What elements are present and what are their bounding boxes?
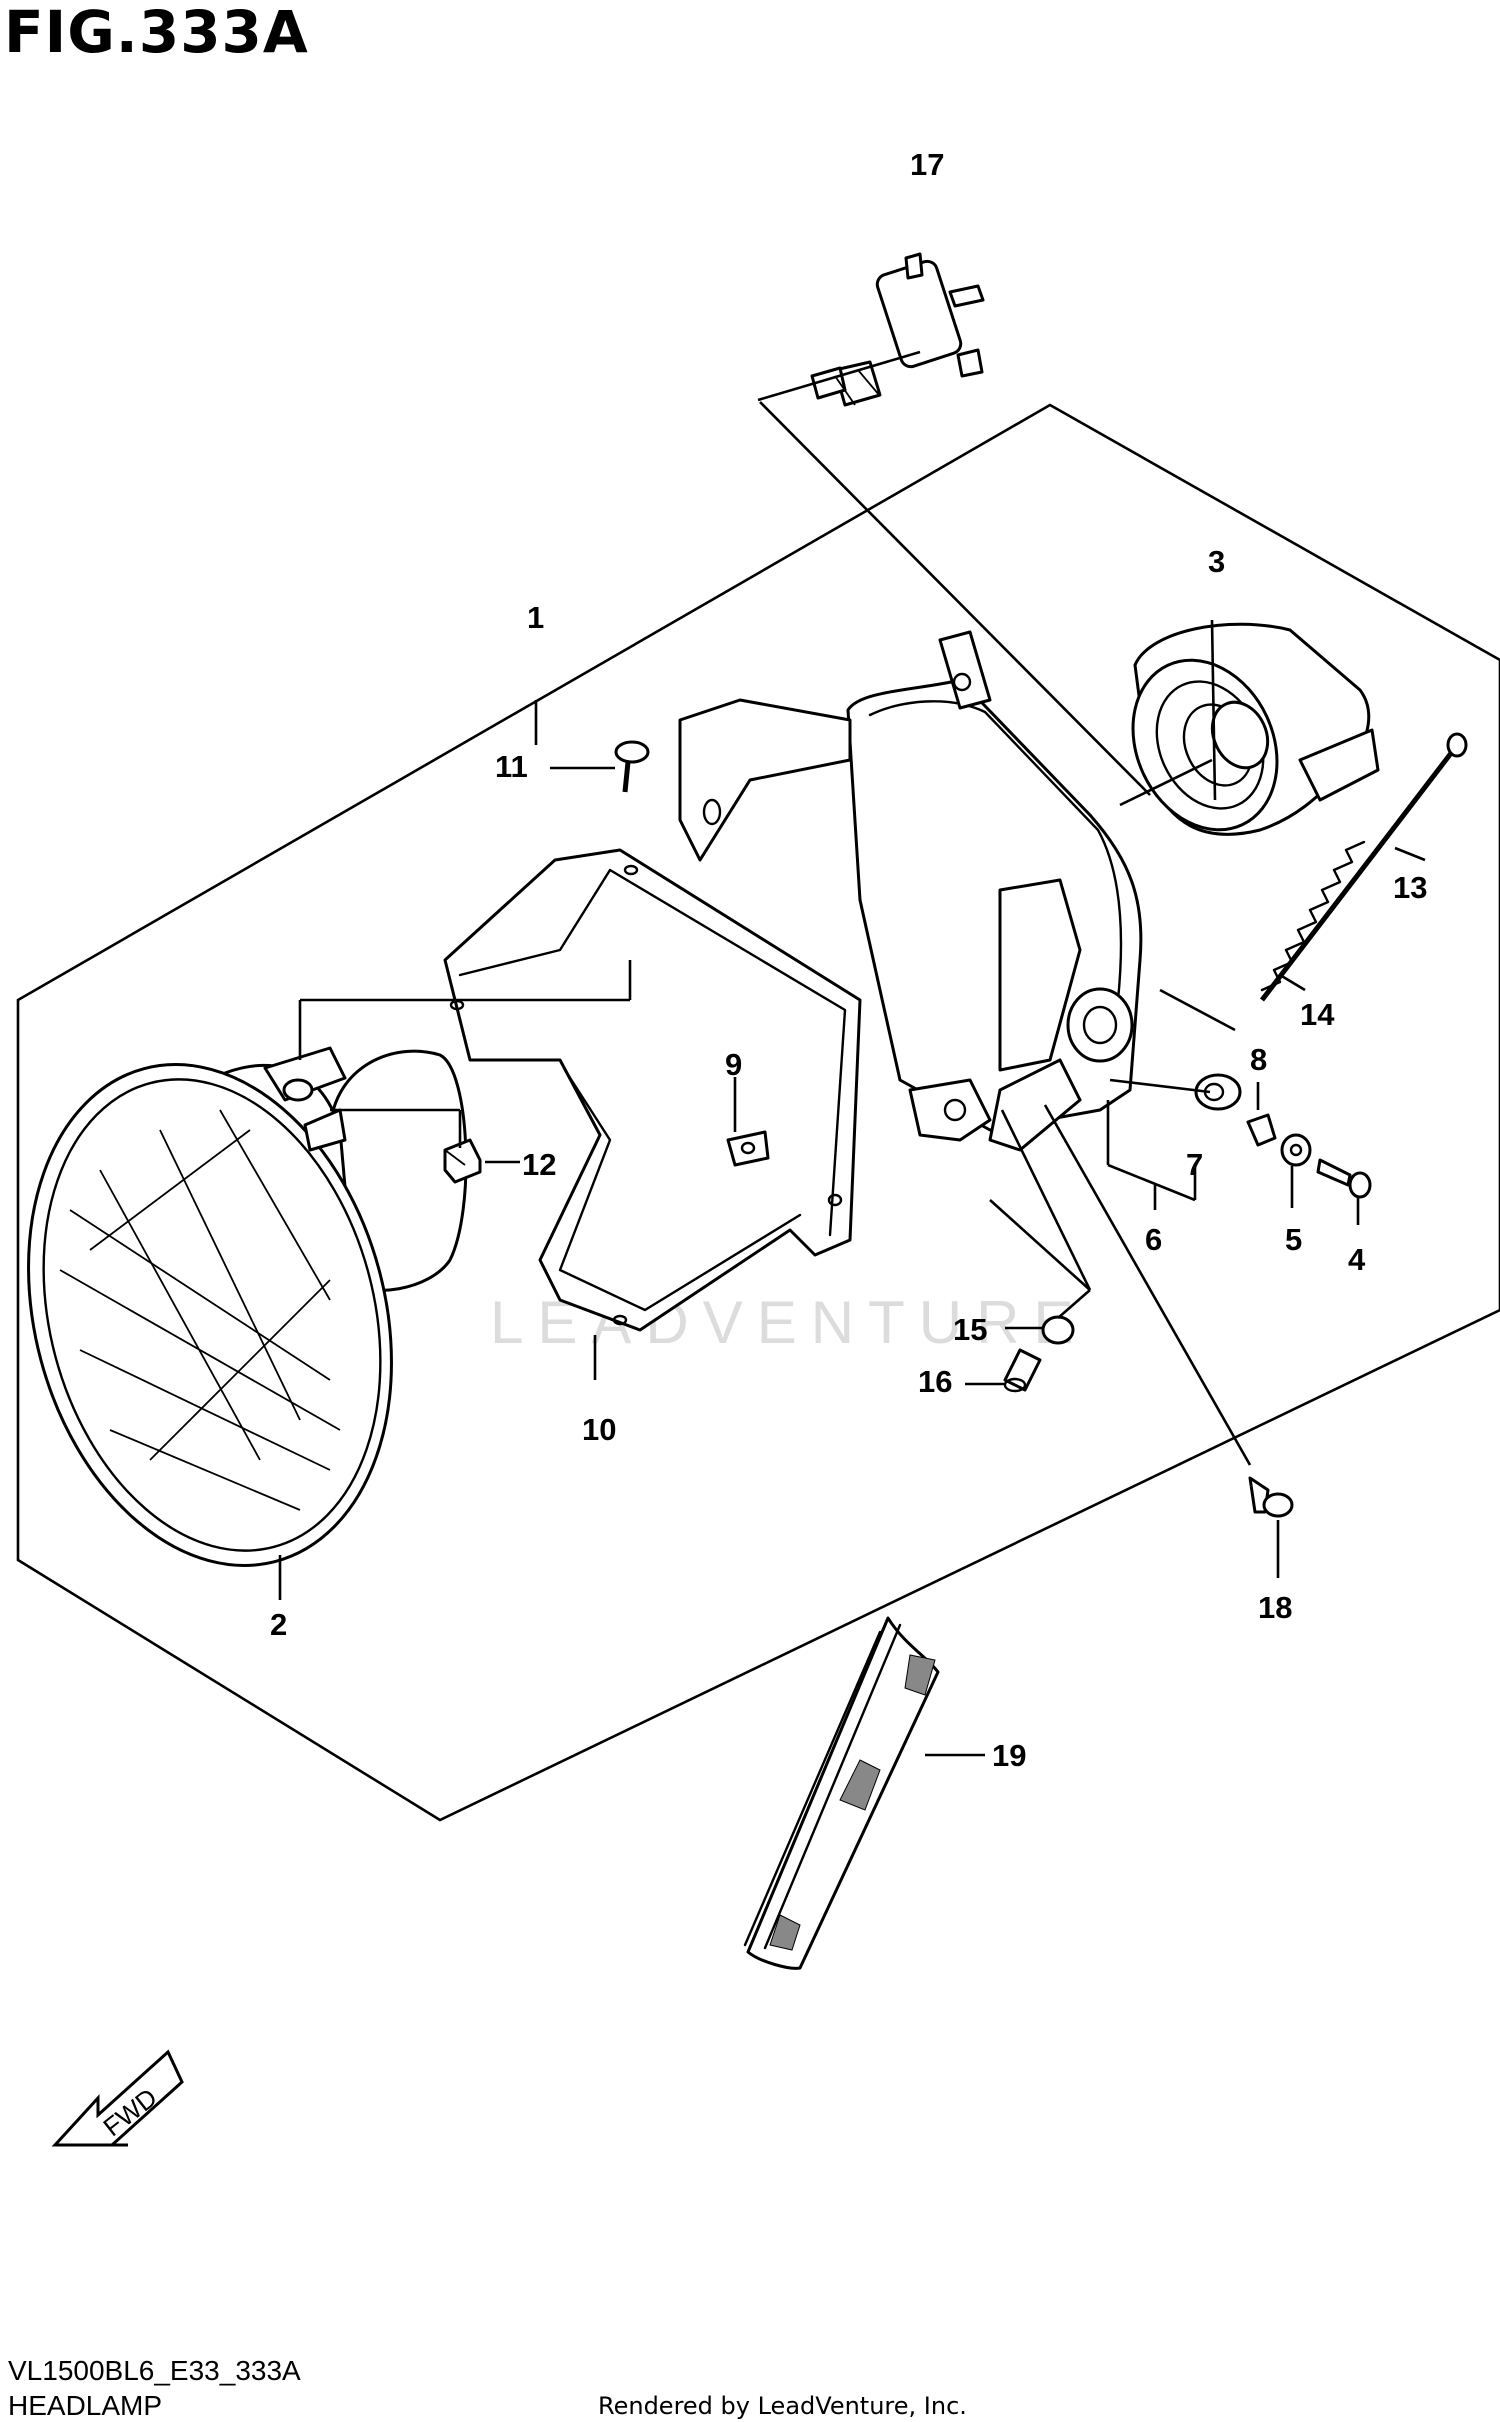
callout-4: 4 — [1348, 1242, 1366, 1277]
collar-part-8[interactable] — [1246, 1113, 1277, 1147]
callout-16: 16 — [918, 1364, 952, 1399]
fwd-arrow-icon: FWD — [51, 2049, 184, 2147]
callout-17: 17 — [910, 147, 944, 182]
bolt-part-18[interactable] — [1248, 1476, 1294, 1518]
callout-1: 1 — [527, 600, 544, 635]
callout-15: 15 — [953, 1312, 987, 1347]
headlamp-cover-part-3[interactable] — [1106, 622, 1380, 853]
callout-14: 14 — [1300, 997, 1335, 1032]
document-code: VL1500BL6_E33_333A — [8, 2355, 301, 2386]
document-title: HEADLAMP — [8, 2390, 163, 2421]
nut-part-12[interactable] — [443, 1138, 482, 1184]
grommet-part-7[interactable] — [1194, 1073, 1242, 1111]
clip-part-9[interactable] — [726, 1130, 770, 1167]
housing-frame — [678, 630, 1143, 1152]
adjusting-screw-part-13[interactable] — [1260, 732, 1468, 1002]
bulb-part-17[interactable] — [810, 252, 985, 407]
callout-19: 19 — [992, 1738, 1026, 1773]
callout-18: 18 — [1258, 1590, 1292, 1625]
callout-9: 9 — [725, 1047, 742, 1082]
callout-13: 13 — [1393, 870, 1427, 905]
collar-part-16[interactable] — [1003, 1348, 1042, 1393]
callout-2: 2 — [270, 1607, 287, 1642]
leader-lines — [278, 350, 1426, 1757]
figure-title: FIG.333A — [4, 0, 309, 66]
callout-8: 8 — [1250, 1042, 1267, 1077]
rendered-by-credit: Rendered by LeadVenture, Inc. — [598, 2392, 967, 2420]
reflector-part-19[interactable] — [743, 1616, 940, 1970]
washer-part-5[interactable] — [1280, 1133, 1312, 1167]
callout-5: 5 — [1285, 1222, 1302, 1257]
bolt-part-4[interactable] — [1316, 1158, 1372, 1199]
callout-3: 3 — [1208, 544, 1225, 579]
reflector-pattern — [769, 1654, 936, 1951]
callout-10: 10 — [582, 1412, 616, 1447]
callout-11: 11 — [495, 749, 528, 784]
callout-6: 6 — [1145, 1222, 1162, 1257]
spring-part-14[interactable] — [1260, 840, 1366, 992]
bracket-part-10[interactable] — [443, 848, 862, 1332]
callout-7: 7 — [1186, 1147, 1203, 1182]
nut-part-15[interactable] — [1041, 1315, 1075, 1345]
callout-12: 12 — [522, 1147, 556, 1182]
screw-part-11[interactable] — [614, 740, 650, 793]
assembly-outline — [16, 403, 1500, 1822]
